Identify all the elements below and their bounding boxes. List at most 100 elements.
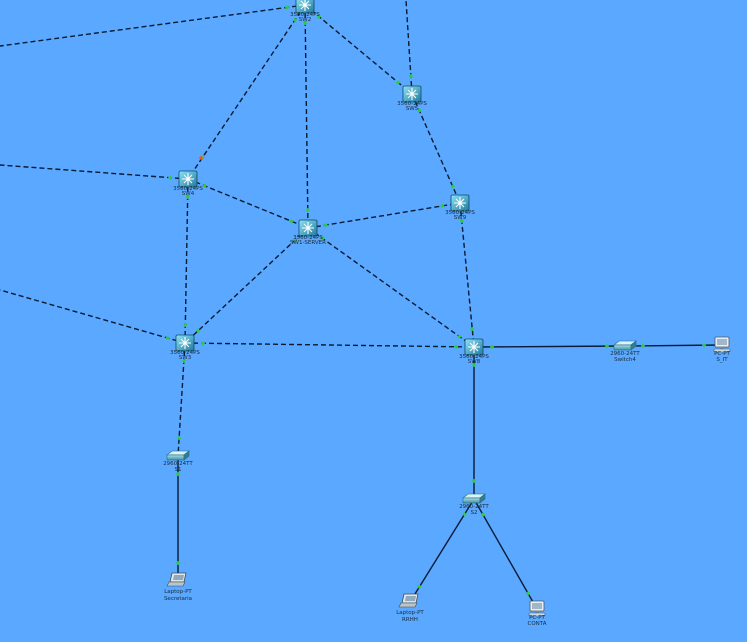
device-model-label: 2960-24TT (610, 351, 640, 357)
port-indicator-up-8-1 (183, 322, 188, 328)
multilayer-switch-icon (178, 170, 198, 188)
port-indicator-up-6-0 (167, 175, 173, 180)
link-sw4-sw3[interactable] (184, 178, 189, 344)
device-name-label: RRHH (402, 617, 418, 623)
nodes-layer: 3560-24PSSW23560-24PSSW53560-24PSSW43560… (163, 0, 731, 627)
device-name-label: SW4 (182, 191, 195, 197)
port-indicator-up-18-1 (471, 478, 477, 484)
port-indicator-up-5-0 (417, 108, 422, 113)
port-indicator-up-21-0 (480, 512, 486, 517)
link-sw9-sw8[interactable] (459, 202, 475, 348)
multilayer-switch-icon (175, 334, 195, 352)
device-name-label: SW5 (406, 106, 419, 112)
port-indicator-up-21-1 (525, 591, 531, 596)
link-sw2-swserver[interactable] (304, 4, 309, 229)
port-indicator-up-7-0 (202, 183, 207, 189)
device-name-label: S2 (471, 510, 478, 516)
port-indicator-up-15-1 (176, 435, 182, 441)
multilayer-switch-icon (298, 219, 318, 237)
link-sw2-edge_top_left[interactable] (0, 4, 306, 47)
device-name-label: S1 (175, 467, 182, 473)
link-sw2-sw4[interactable] (187, 4, 306, 180)
port-indicator-up-10-1 (195, 328, 201, 333)
link-sw5-edge_top[interactable] (405, 0, 413, 95)
port-indicator-up-15-0 (181, 358, 187, 364)
link-s2-lap_rrhh[interactable] (409, 498, 475, 603)
link-sw8-switch4[interactable] (473, 345, 626, 348)
port-indicator-up-7-1 (289, 218, 294, 224)
multilayer-switch-icon (295, 0, 315, 14)
multilayer-switch-icon (402, 85, 422, 103)
link-switch4-pc_it[interactable] (624, 344, 723, 347)
port-indicator-up-20-1 (417, 584, 422, 589)
port-indicator-down-sw2-sw4 (199, 156, 203, 160)
port-indicator-up-8-0 (185, 194, 190, 200)
links-layer (0, 0, 723, 610)
link-swserver-sw3[interactable] (184, 227, 309, 344)
port-indicator-up-1-0 (292, 17, 298, 23)
link-sw3-edge_left_low[interactable] (0, 289, 186, 344)
device-model-label: 3560-24PS (170, 350, 200, 356)
device-model-label: 3560-24PS (397, 101, 427, 107)
port-indicator-up-14-0 (200, 341, 206, 346)
port-indicator-up-9-0 (323, 222, 328, 228)
device-model-label: 2960-24TT (163, 461, 193, 467)
port-indicator-up-0-0 (284, 5, 290, 10)
port-indicator-up-17-1 (701, 342, 707, 348)
port-indicator-up-10-0 (292, 238, 298, 243)
link-sw4-edge_left_mid[interactable] (0, 164, 189, 180)
ports-layer (165, 5, 707, 596)
port-indicator-up-20-0 (462, 512, 467, 517)
port-indicator-up-18-0 (471, 362, 477, 368)
device-name-label: SW3 (179, 355, 192, 361)
port-indicator-up-11-1 (457, 334, 462, 339)
link-s2-pc_conta[interactable] (473, 498, 538, 610)
link-sw2-sw5[interactable] (304, 4, 413, 95)
link-sw5-sw9[interactable] (411, 93, 461, 204)
device-model-label: Laptop-PT (396, 610, 424, 616)
port-indicator-up-5-1 (450, 184, 455, 189)
port-indicator-up-16-1 (604, 343, 610, 349)
link-sw4-swserver[interactable] (187, 178, 309, 229)
device-model-label: 3560-24PS (173, 186, 203, 192)
device-name-label: CONTA (528, 621, 547, 627)
port-indicator-up-19-0 (175, 471, 181, 477)
device-name-label: S_IT (716, 357, 728, 363)
port-indicator-up-12-1 (470, 326, 475, 332)
device-model-label: Laptop-PT (164, 589, 192, 595)
multilayer-switch-icon (450, 194, 470, 212)
port-indicator-up-4-0 (408, 73, 414, 79)
port-indicator-up-13-0 (165, 335, 170, 341)
access-switch-icon (462, 493, 486, 504)
port-indicator-up-16-0 (489, 344, 495, 350)
device-pc_it[interactable]: PC-PTS_IT (713, 336, 731, 363)
device-model-label: 3560-24PS (290, 12, 320, 18)
port-indicator-up-2-1 (305, 207, 310, 213)
link-swserver-sw8[interactable] (307, 227, 475, 348)
pc-icon (713, 336, 731, 353)
device-model-label: PC-PT (529, 615, 545, 621)
device-name-label: SW2 (299, 17, 311, 23)
port-indicator-up-9-1 (440, 203, 445, 209)
link-swserver-sw9[interactable] (307, 202, 461, 229)
device-model-label: PC-PT (714, 351, 730, 357)
laptop-icon (166, 572, 187, 587)
port-indicator-up-3-0 (316, 14, 322, 19)
pc-icon (528, 600, 546, 617)
link-sw3-sw8[interactable] (184, 342, 475, 348)
device-name-label: SW8 (468, 359, 481, 365)
